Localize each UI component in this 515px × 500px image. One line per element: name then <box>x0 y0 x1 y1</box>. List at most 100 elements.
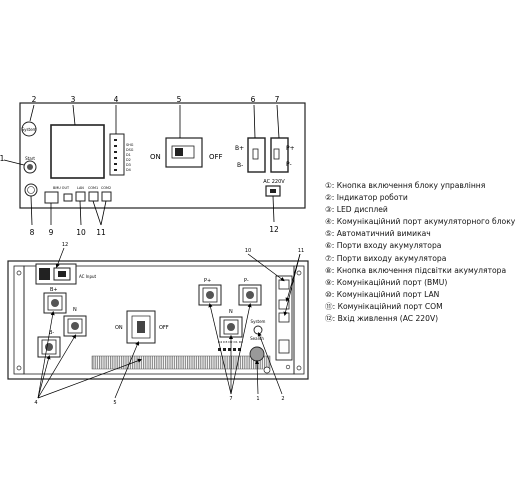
svg-text:D3: D3 <box>126 163 131 167</box>
lan-label: LAN <box>77 186 84 190</box>
start-label: Start <box>25 156 35 161</box>
com1-port[interactable] <box>88 191 99 202</box>
rear-ac-switch[interactable] <box>39 268 50 280</box>
legend-item: ⑫: Вхід живлення (AC 220V) <box>325 314 439 324</box>
rear-panel: AC Input B+ N B- ON OFF P+ P- N <box>7 242 309 406</box>
rear-breaker-on-label: ON <box>115 325 123 331</box>
legend-item: ①: Кнопка включення блоку управління <box>325 181 486 190</box>
svg-text:4: 4 <box>114 95 119 104</box>
svg-text:SHG: SHG <box>126 143 134 147</box>
legend-item: ⑧: Кнопка включення підсвітки акумулятор… <box>325 265 507 275</box>
bmu-port-small[interactable] <box>63 193 73 202</box>
svg-text:5: 5 <box>113 400 116 406</box>
rear-ac-input-label: AC Input <box>79 274 97 279</box>
breaker-lever <box>175 148 183 156</box>
rear-callout-lines <box>37 247 301 399</box>
battery-output-terminal[interactable] <box>270 137 289 173</box>
legend-item: ⑤: Автоматичний вимикач <box>325 229 431 239</box>
rear-p-minus-label: P- <box>244 278 249 284</box>
rear-callouts: 12 10 11 4 5 7 1 2 <box>34 242 304 406</box>
svg-text:3: 3 <box>71 95 76 104</box>
device-diagram: System Start SHG DSG D1 D2 D3 D4 O <box>0 95 309 406</box>
ac-socket-pins <box>270 189 276 193</box>
b-plus-label: B+ <box>235 145 244 152</box>
svg-text:DSG: DSG <box>126 148 134 152</box>
rear-b-plus-label: B+ <box>50 287 58 293</box>
svg-text:12: 12 <box>62 242 68 248</box>
svg-text:10: 10 <box>76 228 86 237</box>
rear-n-label-left: N <box>73 307 77 313</box>
legend-item: ⑪: Комунікаційний порт COM <box>325 301 443 311</box>
rear-search-button[interactable] <box>249 346 265 362</box>
front-callout-lines <box>3 104 280 226</box>
front-panel: System Start SHG DSG D1 D2 D3 D4 O <box>0 95 306 237</box>
bmu-round-port[interactable] <box>24 183 38 197</box>
svg-text:7: 7 <box>275 95 280 104</box>
rear-system-button[interactable] <box>253 325 263 335</box>
svg-text:4: 4 <box>34 400 37 406</box>
rear-breaker-off-label: OFF <box>159 325 169 331</box>
rear-lan-port[interactable] <box>278 279 290 290</box>
rear-ac-socket-pins <box>58 271 66 277</box>
rear-n-terminal-left-core <box>71 322 79 330</box>
led-display <box>50 124 105 179</box>
bmu-port[interactable] <box>44 191 59 204</box>
legend-item: ⑥: Порти входу акумулятора <box>325 241 442 251</box>
rear-p-plus-label: P+ <box>204 278 211 284</box>
p-plus-label: P+ <box>286 145 295 152</box>
legend-item: ⑨: Комунікаційний порт (BMU) <box>325 277 448 287</box>
rear-n-label-right: N <box>229 309 233 315</box>
breaker-off-label: OFF <box>209 153 223 161</box>
lan-port[interactable] <box>75 191 86 202</box>
svg-text:9: 9 <box>49 228 54 237</box>
svg-text:D4: D4 <box>126 168 131 172</box>
com2-label: COM2 <box>101 186 111 190</box>
legend-item: ⑩: Комунікаційний порт LAN <box>325 289 440 299</box>
start-button-core <box>27 164 33 170</box>
rear-led-row <box>218 348 241 351</box>
led-indicator-strip <box>109 133 125 176</box>
battery-input-terminal-slot <box>252 148 259 160</box>
rear-com-port-2[interactable] <box>278 312 290 323</box>
svg-text:8: 8 <box>30 228 35 237</box>
svg-text:6: 6 <box>251 95 256 104</box>
system-button[interactable] <box>21 121 37 137</box>
rear-b-minus-label: B- <box>49 330 54 336</box>
legend-item: ④: Комунікаційний порт акумуляторного бл… <box>325 217 515 227</box>
rear-b-plus-terminal-core <box>51 299 59 307</box>
rear-led-codes: D4 D3 D2 D1 D0 <box>218 340 243 344</box>
svg-text:7: 7 <box>229 396 232 402</box>
legend-item: ⑦: Порти виходу акумулятора <box>325 253 447 263</box>
legend: ①: Кнопка включення блоку управління ②: … <box>325 180 515 325</box>
p-minus-label: P- <box>286 161 292 168</box>
com1-label: COM1 <box>88 186 98 190</box>
svg-text:2: 2 <box>281 396 284 402</box>
svg-text:D2: D2 <box>126 158 131 162</box>
rear-p-minus-terminal-core <box>246 291 254 299</box>
svg-text:1: 1 <box>0 154 5 163</box>
rear-com-port-3[interactable] <box>278 339 290 354</box>
rear-com-port-1[interactable] <box>278 299 290 310</box>
svg-text:5: 5 <box>177 95 182 104</box>
ac-label: AC 220V <box>263 179 285 185</box>
rear-breaker-lever <box>137 321 145 333</box>
svg-text:D1: D1 <box>126 153 131 157</box>
led-labels: SHG DSG D1 D2 D3 D4 <box>126 143 134 172</box>
svg-text:11: 11 <box>298 248 304 254</box>
com2-port[interactable] <box>101 191 112 202</box>
vent-grille <box>91 355 271 370</box>
rear-p-plus-terminal-core <box>206 291 214 299</box>
led-dots <box>114 139 117 171</box>
svg-text:12: 12 <box>269 225 279 234</box>
breaker-on-label: ON <box>150 153 161 161</box>
bmu-out-label: BMU OUT <box>53 186 70 190</box>
svg-text:10: 10 <box>245 248 251 254</box>
bmu-round-port-ring <box>27 186 35 194</box>
rear-system-label: System <box>251 319 266 324</box>
rear-dial[interactable] <box>263 366 271 374</box>
legend-item: ③: LED дисплей <box>325 205 388 215</box>
svg-text:2: 2 <box>32 95 37 104</box>
b-minus-label: B- <box>237 162 243 169</box>
svg-text:11: 11 <box>96 228 106 237</box>
battery-output-terminal-slot <box>273 148 280 160</box>
